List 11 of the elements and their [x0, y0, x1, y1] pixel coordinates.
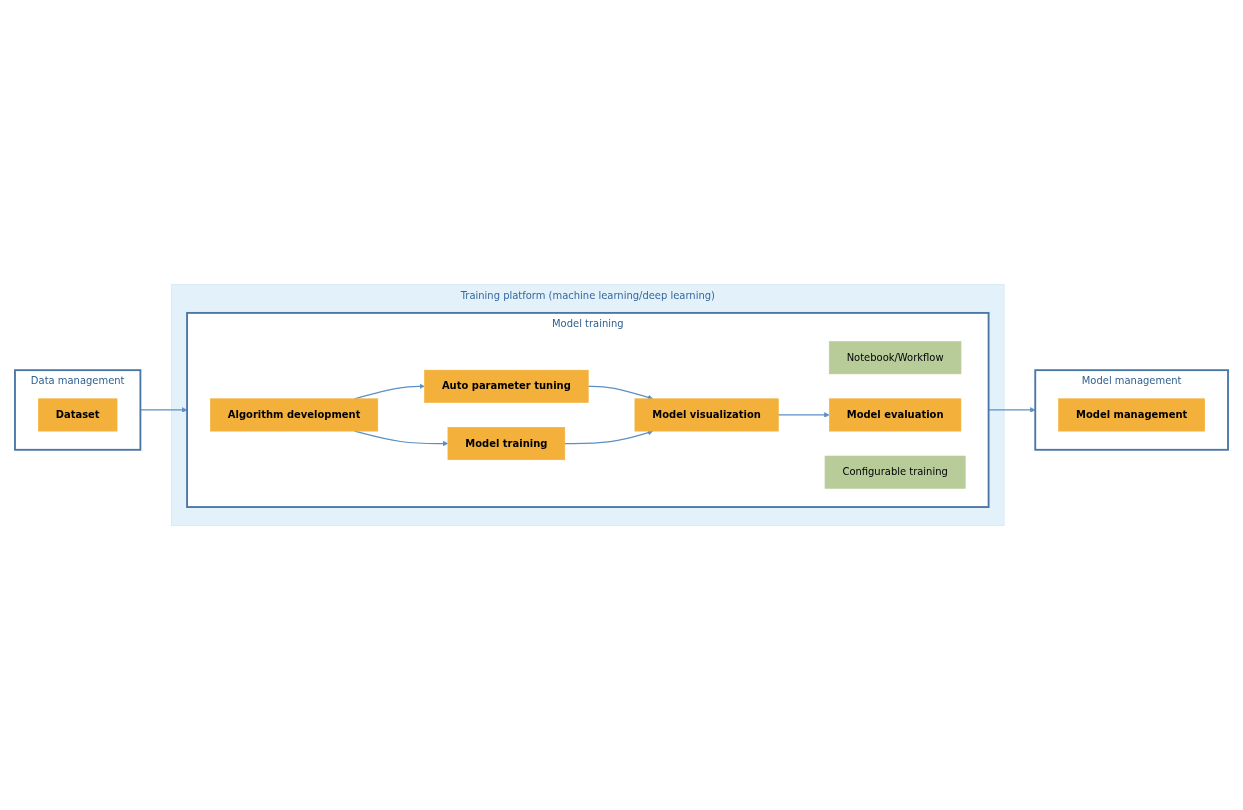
node-box: Dataset	[38, 398, 118, 432]
node-box: Model evaluation	[829, 398, 962, 432]
node-box: Model training	[447, 427, 566, 461]
node-box: Notebook/Workflow	[828, 341, 962, 375]
node-box: Auto parameter tuning	[424, 369, 589, 403]
arrow	[777, 412, 830, 418]
node-box: Model management	[1058, 398, 1205, 432]
node-box: Algorithm development	[210, 398, 379, 432]
arrow	[587, 385, 654, 400]
node-box: Model visualization	[634, 398, 779, 432]
node-box: Configurable training	[824, 455, 966, 489]
